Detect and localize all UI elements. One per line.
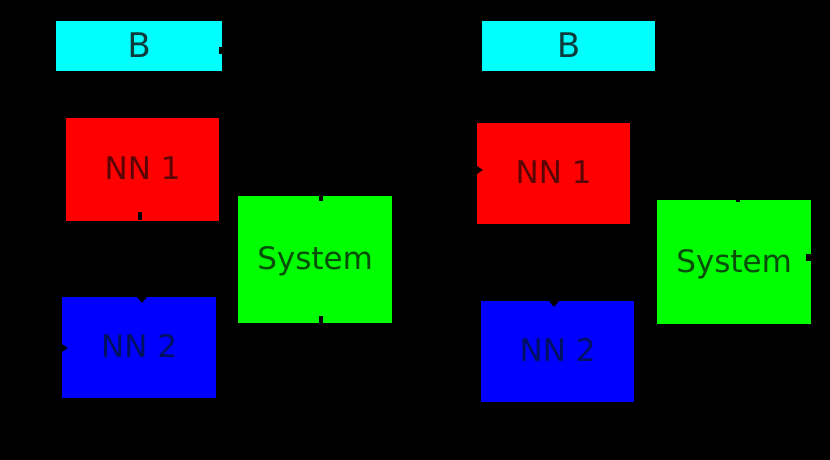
- arrow-stub-icon: [319, 316, 323, 323]
- arrow-stub-icon: [736, 197, 740, 202]
- arrowhead-down-icon: [136, 296, 148, 303]
- block-nn1: NN 1: [477, 123, 630, 224]
- arrow-stub-icon: [138, 212, 142, 220]
- block-nn2: NN 2: [62, 297, 216, 398]
- arrow-stub-icon: [319, 195, 323, 201]
- block-b: B: [482, 21, 655, 71]
- block-system-label: System: [676, 243, 792, 280]
- block-nn1-label: NN 1: [515, 155, 592, 191]
- arrowhead-down-icon: [548, 300, 560, 307]
- block-nn1: NN 1: [66, 118, 219, 221]
- arrowhead-right-icon: [474, 164, 483, 176]
- block-system-label: System: [257, 241, 373, 277]
- block-nn1-label: NN 1: [104, 151, 181, 187]
- block-b-label: B: [556, 26, 581, 66]
- arrowhead-right-icon: [59, 342, 68, 354]
- block-nn2-label: NN 2: [519, 333, 596, 369]
- block-b-label: B: [127, 26, 151, 66]
- block-system: System: [238, 196, 392, 323]
- block-nn2-label: NN 2: [101, 329, 177, 365]
- block-nn2: NN 2: [481, 301, 634, 402]
- block-b: B: [56, 21, 222, 71]
- arrow-stub-icon: [219, 47, 224, 54]
- arrow-stub-icon: [806, 254, 812, 261]
- block-system: System: [657, 200, 811, 324]
